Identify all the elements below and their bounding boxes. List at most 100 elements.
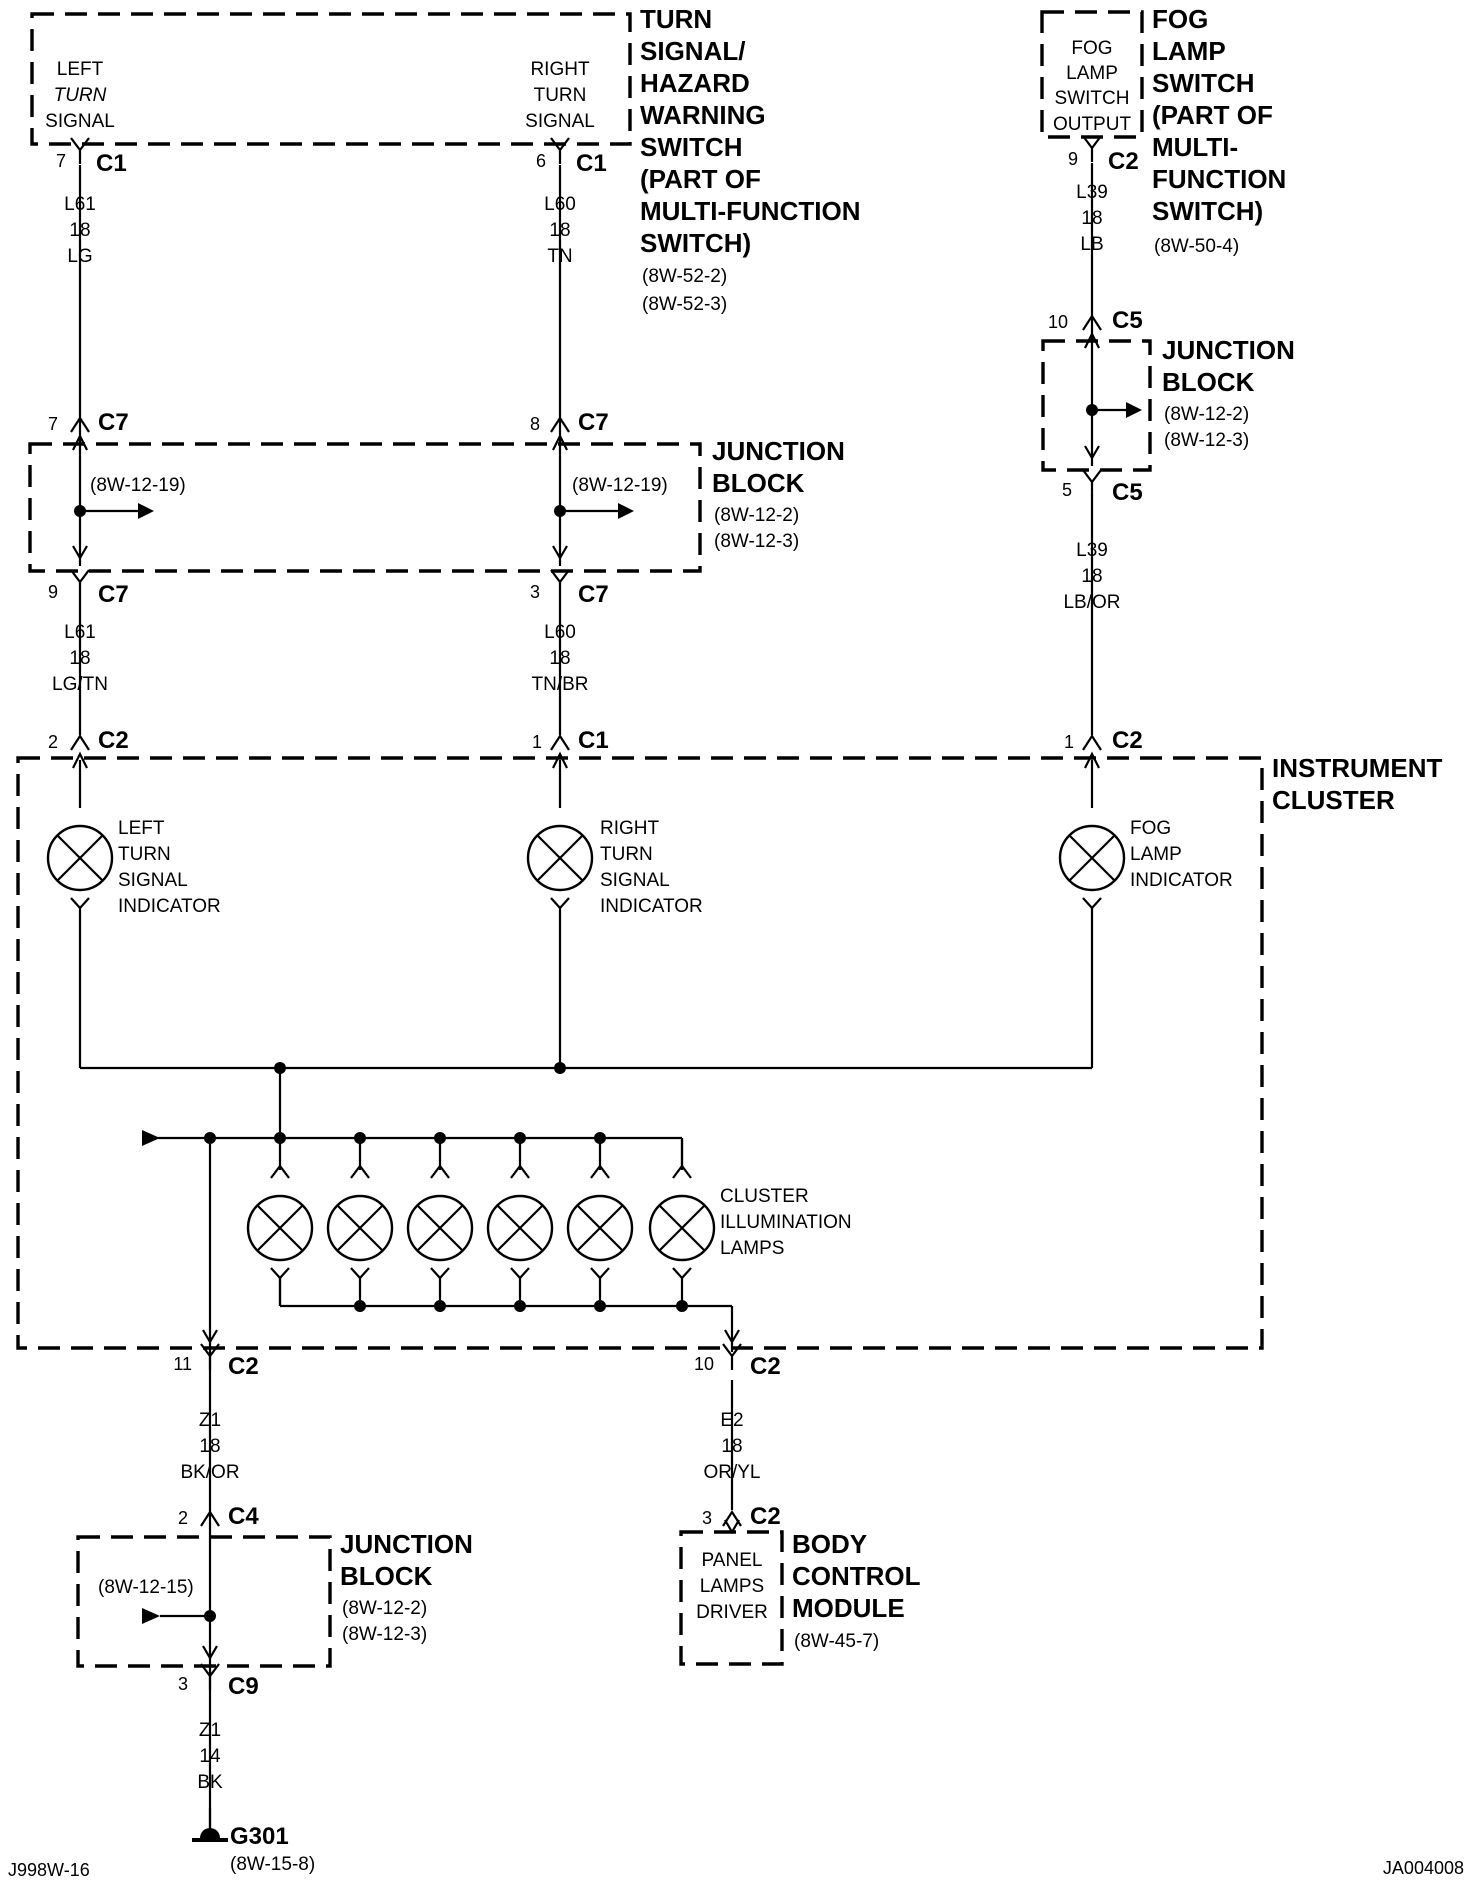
bcm-title: BODY CONTROL MODULE (8W-45-7) PANEL LAMP…	[696, 1529, 921, 1652]
connector-symbol	[724, 1519, 740, 1535]
svg-text:7: 7	[48, 414, 58, 434]
panel-lamps-driver-label: DRIVER	[696, 1602, 768, 1623]
wire-l39-bottom: L39 18 LB/OR	[1063, 540, 1120, 613]
right-turn-indicator-label: TURN	[600, 844, 653, 865]
svg-text:18: 18	[69, 648, 90, 669]
fog-lamp-switch-output-label: OUTPUT	[1053, 114, 1132, 135]
footer: J998W-16 JA004008	[8, 1858, 1464, 1880]
svg-text:18: 18	[1081, 566, 1102, 587]
title-line: SWITCH	[640, 132, 743, 162]
wire-l39-top: L39 18 LB	[1076, 182, 1108, 255]
splice-dot	[594, 1300, 606, 1312]
svg-text:C2: C2	[98, 727, 129, 754]
svg-text:FOG: FOG	[1152, 4, 1208, 34]
fog-indicator-label: LAMP	[1130, 844, 1182, 865]
svg-text:TN: TN	[547, 246, 572, 267]
svg-text:C2: C2	[1112, 727, 1143, 754]
connector-symbol	[550, 415, 570, 451]
svg-text:18: 18	[69, 220, 90, 241]
title-line: WARNING	[640, 100, 766, 130]
lamp-connector-top	[350, 1164, 370, 1179]
connector-ic-left: 2 C2	[48, 727, 129, 754]
svg-text:(8W-12-3): (8W-12-3)	[1164, 430, 1249, 451]
inner-ref-right: (8W-12-19)	[572, 475, 668, 496]
right-turn-signal-label: RIGHT	[530, 59, 590, 80]
arrows	[80, 402, 1142, 1624]
svg-text:7: 7	[56, 151, 66, 171]
lamp-connector-top	[510, 1164, 530, 1179]
svg-text:JUNCTION: JUNCTION	[712, 436, 845, 466]
connector-symbol	[70, 897, 90, 910]
svg-text:MODULE: MODULE	[792, 1593, 905, 1623]
splice-dot	[354, 1300, 366, 1312]
left-turn-signal-label: TURN	[54, 85, 107, 106]
connector-symbol	[200, 1663, 220, 1690]
svg-text:C2: C2	[750, 1353, 781, 1380]
lamp-connector-top	[672, 1164, 692, 1179]
title-line: TURN	[640, 4, 712, 34]
svg-text:5: 5	[1062, 480, 1072, 500]
svg-text:BK/OR: BK/OR	[180, 1462, 239, 1483]
ground-name: G301	[230, 1823, 289, 1850]
left-turn-indicator-label: SIGNAL	[118, 870, 188, 891]
splice-dot	[594, 1132, 606, 1144]
svg-text:(8W-12-2): (8W-12-2)	[342, 1598, 427, 1619]
connector-symbol	[70, 733, 90, 769]
splice-dot	[434, 1132, 446, 1144]
lamp-connector-bottom	[510, 1267, 530, 1280]
cluster-illumination-lamp	[486, 1194, 554, 1262]
svg-text:SWITCH: SWITCH	[1152, 68, 1255, 98]
svg-text:LB/OR: LB/OR	[1063, 592, 1120, 613]
connector-symbol	[552, 545, 568, 561]
right-turn-indicator-lamp	[526, 824, 594, 892]
connector-symbol	[1084, 445, 1100, 461]
splice-dot	[676, 1300, 688, 1312]
wire-l61-bottom: L61 18 LG/TN	[52, 622, 108, 695]
connector-symbol	[72, 545, 88, 561]
svg-text:L60: L60	[544, 194, 576, 215]
turn-switch-inner-labels: LEFT TURN SIGNAL RIGHT TURN SIGNAL	[45, 59, 595, 132]
lamp-connector-top	[430, 1164, 450, 1179]
svg-text:L39: L39	[1076, 540, 1108, 561]
svg-text:TN/BR: TN/BR	[532, 674, 589, 695]
svg-text:14: 14	[199, 1746, 221, 1767]
svg-text:JUNCTION: JUNCTION	[340, 1529, 473, 1559]
junction-block-top-title: JUNCTION BLOCK (8W-12-2) (8W-12-3) (8W-1…	[90, 436, 845, 552]
splice-dot	[434, 1300, 446, 1312]
component-boxes	[16, 10, 1264, 1668]
svg-text:2: 2	[48, 732, 58, 752]
connector-symbol	[722, 1343, 742, 1370]
title-line: MULTI-FUNCTION	[640, 196, 860, 226]
ref-line: (8W-52-3)	[642, 294, 727, 315]
splice-dot	[274, 1132, 286, 1144]
turn-switch-title: TURN SIGNAL/ HAZARD WARNING SWITCH (PART…	[640, 4, 860, 315]
ref-line: (8W-52-2)	[642, 266, 727, 287]
lamp-connector-top	[270, 1164, 290, 1179]
junction-block-fog-title: JUNCTION BLOCK (8W-12-2) (8W-12-3)	[1162, 335, 1295, 451]
title-line: HAZARD	[640, 68, 750, 98]
title-line: SIGNAL/	[640, 36, 745, 66]
svg-text:C4: C4	[228, 1503, 259, 1530]
cluster-illumination-lamp	[406, 1194, 474, 1262]
ground-symbol	[192, 1808, 228, 1842]
svg-text:Z1: Z1	[199, 1720, 221, 1741]
svg-text:CONTROL: CONTROL	[792, 1561, 921, 1591]
connector-symbol	[70, 415, 90, 451]
inner-ref-left: (8W-12-19)	[90, 475, 186, 496]
cluster-illumination-lamp	[246, 1194, 314, 1262]
svg-text:1: 1	[1064, 732, 1074, 752]
lamp-symbols	[46, 824, 1126, 1262]
lamp-connector-bottom	[270, 1267, 290, 1280]
cluster-illumination-lamp	[326, 1194, 394, 1262]
connector-symbol	[70, 137, 90, 164]
wires	[78, 163, 1128, 1840]
cluster-illumination-lamp	[566, 1194, 634, 1262]
connector-symbol	[722, 1509, 742, 1527]
connector-symbol	[550, 137, 570, 164]
